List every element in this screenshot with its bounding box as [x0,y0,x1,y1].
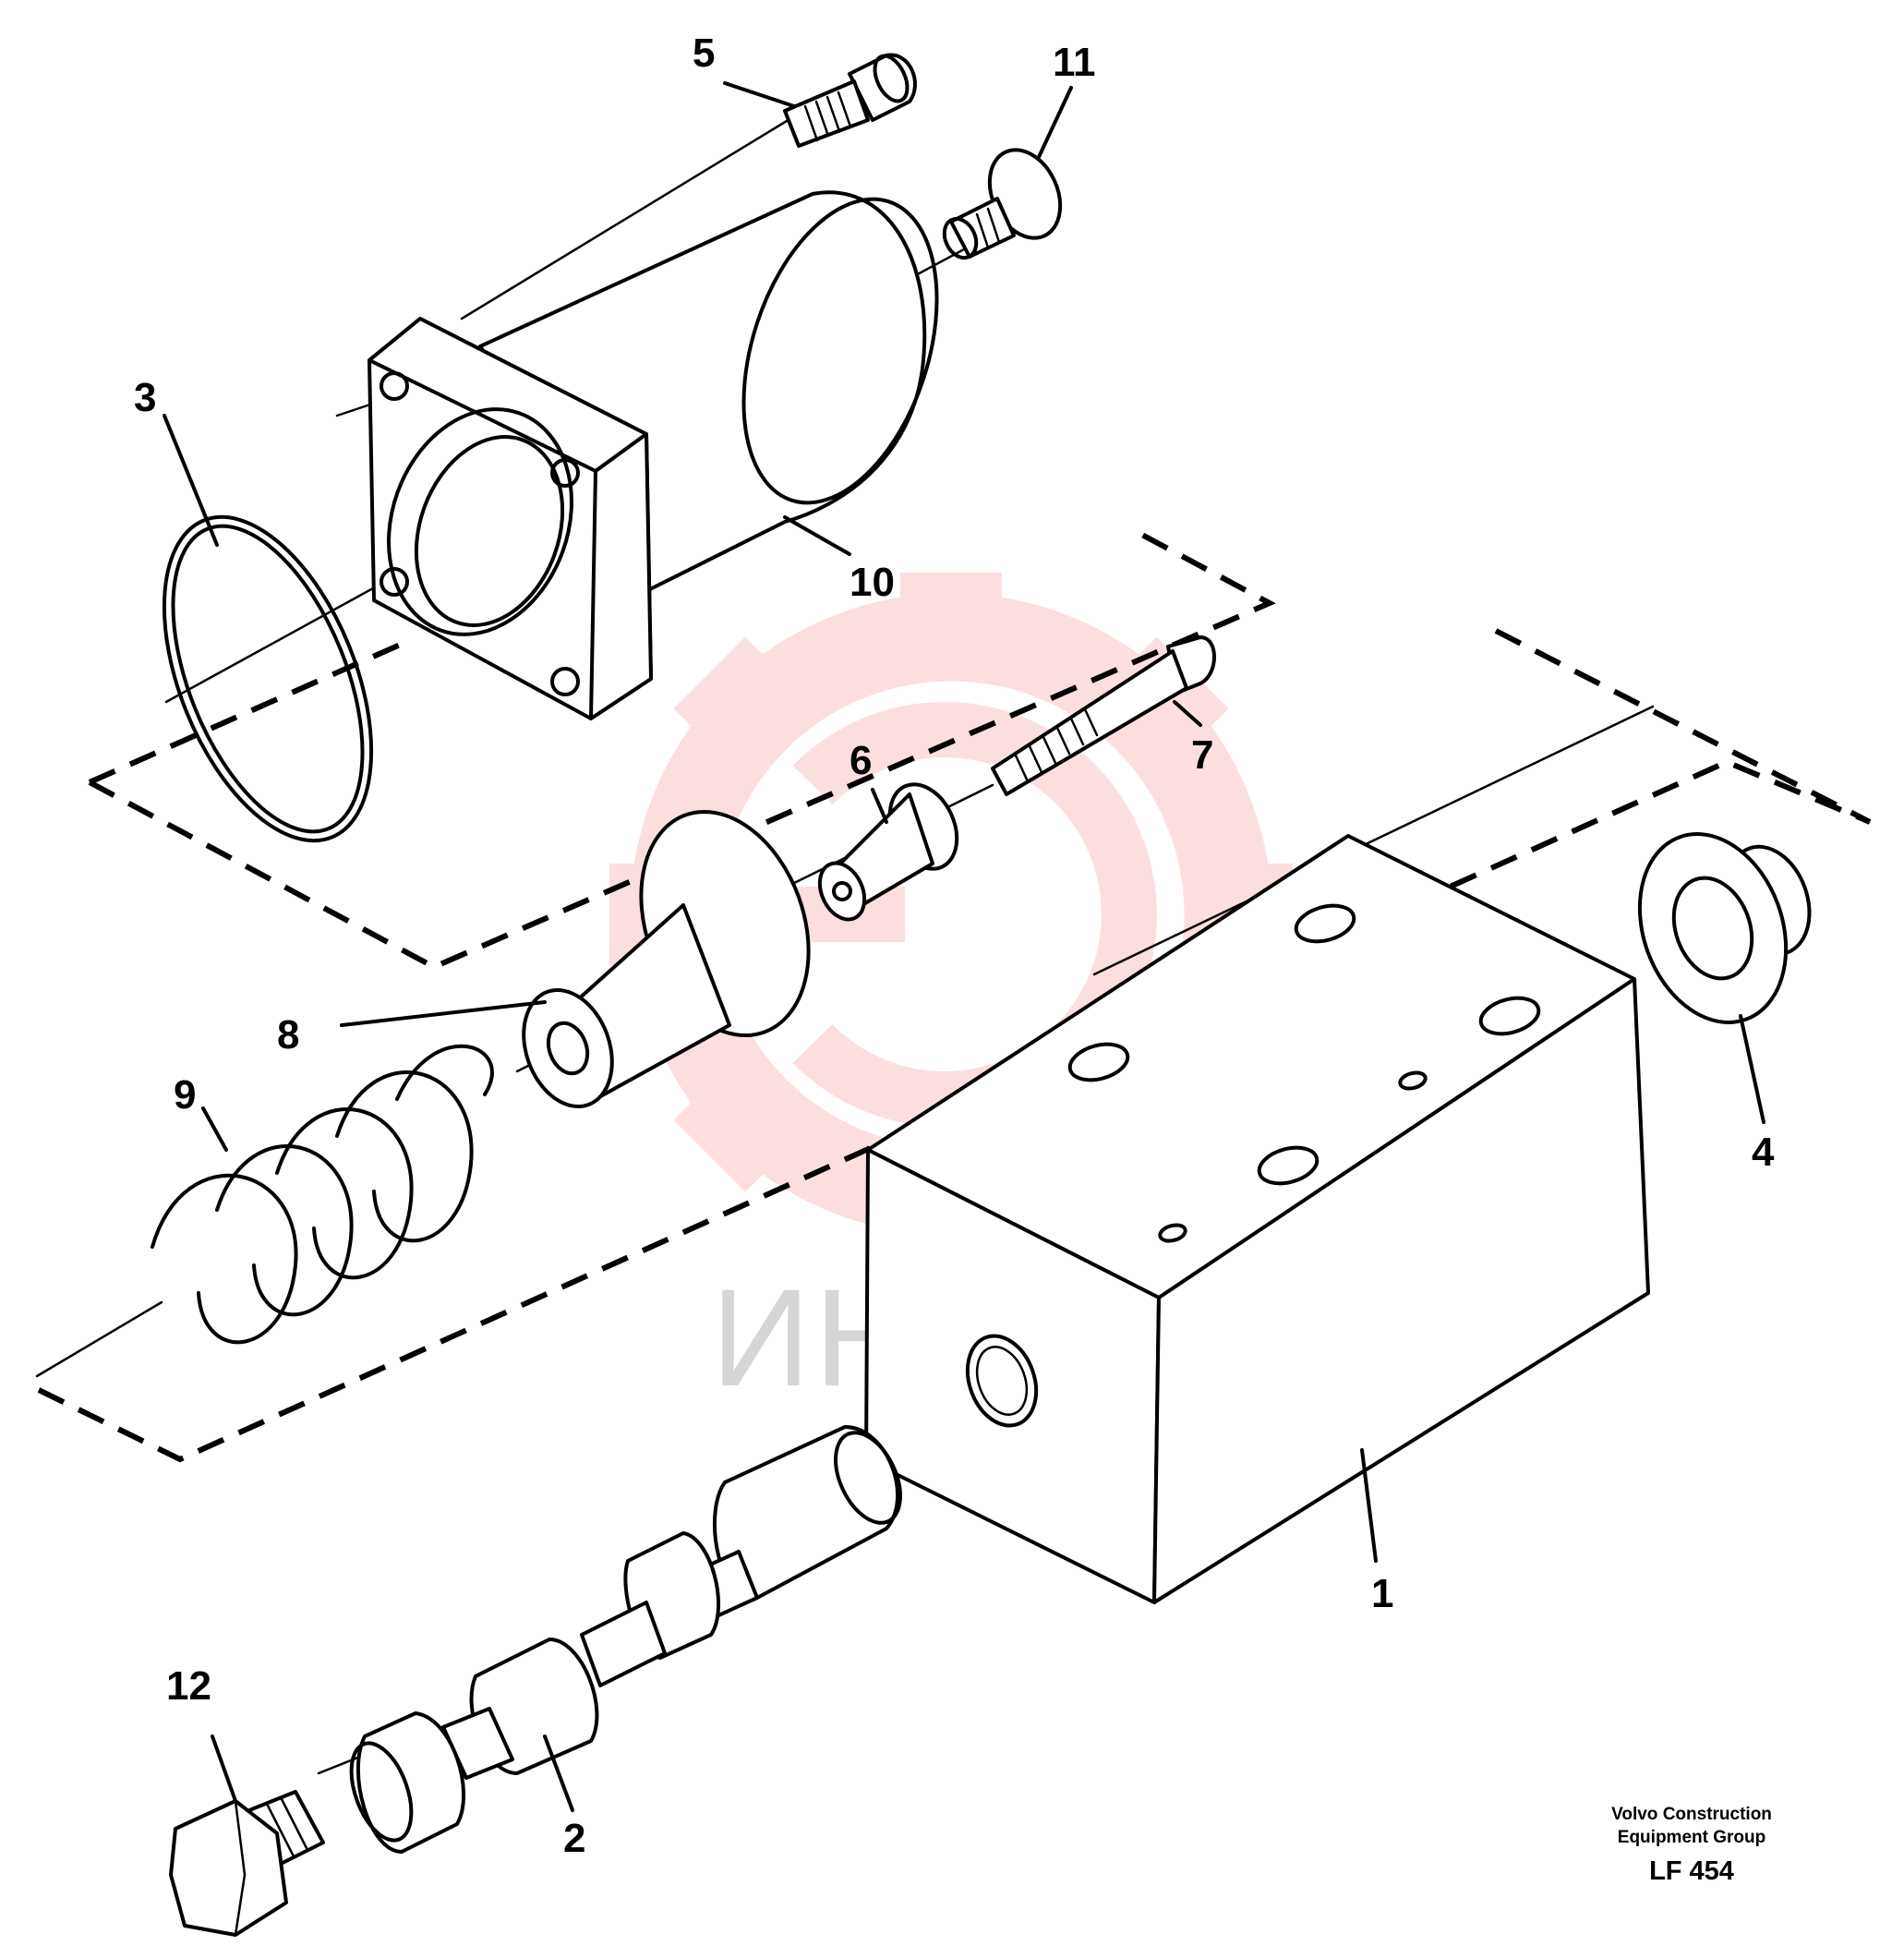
callout-9: 9 [174,1072,196,1118]
callout-11: 11 [1053,40,1096,85]
leader-lines [163,81,1765,1812]
callout-10: 10 [850,560,895,605]
part-2-spool[interactable] [340,1422,913,1854]
callout-4: 4 [1752,1130,1775,1175]
part-3-o-ring[interactable] [123,488,414,870]
part-7-bolt[interactable] [991,635,1216,796]
callout-6: 6 [850,738,872,783]
callout-12: 12 [166,1663,211,1709]
callout-1: 1 [1371,1571,1393,1616]
assembly-guide-lower [37,628,1872,1463]
part-11-plug[interactable] [938,139,1074,263]
callout-labels: 1 2 3 4 5 6 7 8 9 10 11 12 [134,30,1775,1861]
footer-publisher: Volvo Construction Equipment Group LF 45… [1611,1805,1772,1886]
part-5-screw[interactable] [783,51,917,148]
part-12-hex-plug[interactable] [169,1790,325,1937]
part-1-valve-block[interactable] [864,834,1650,1604]
figure-code: LF 454 [1649,1856,1734,1886]
callout-5: 5 [693,30,715,76]
footer-line-1: Volvo Construction [1611,1805,1772,1824]
part-8-piston[interactable] [508,788,838,1118]
part-9-spring[interactable] [151,1044,494,1345]
callout-2: 2 [563,1816,585,1861]
part-4-seal[interactable] [1615,814,1824,1044]
assembly-guide-upper [88,531,1276,971]
part-10-solenoid-housing[interactable] [358,175,972,720]
callout-7: 7 [1191,732,1213,778]
footer-line-2: Equipment Group [1618,1828,1765,1847]
callout-3: 3 [134,375,156,420]
callout-8: 8 [277,1012,299,1058]
part-6-bushing[interactable] [812,774,970,927]
